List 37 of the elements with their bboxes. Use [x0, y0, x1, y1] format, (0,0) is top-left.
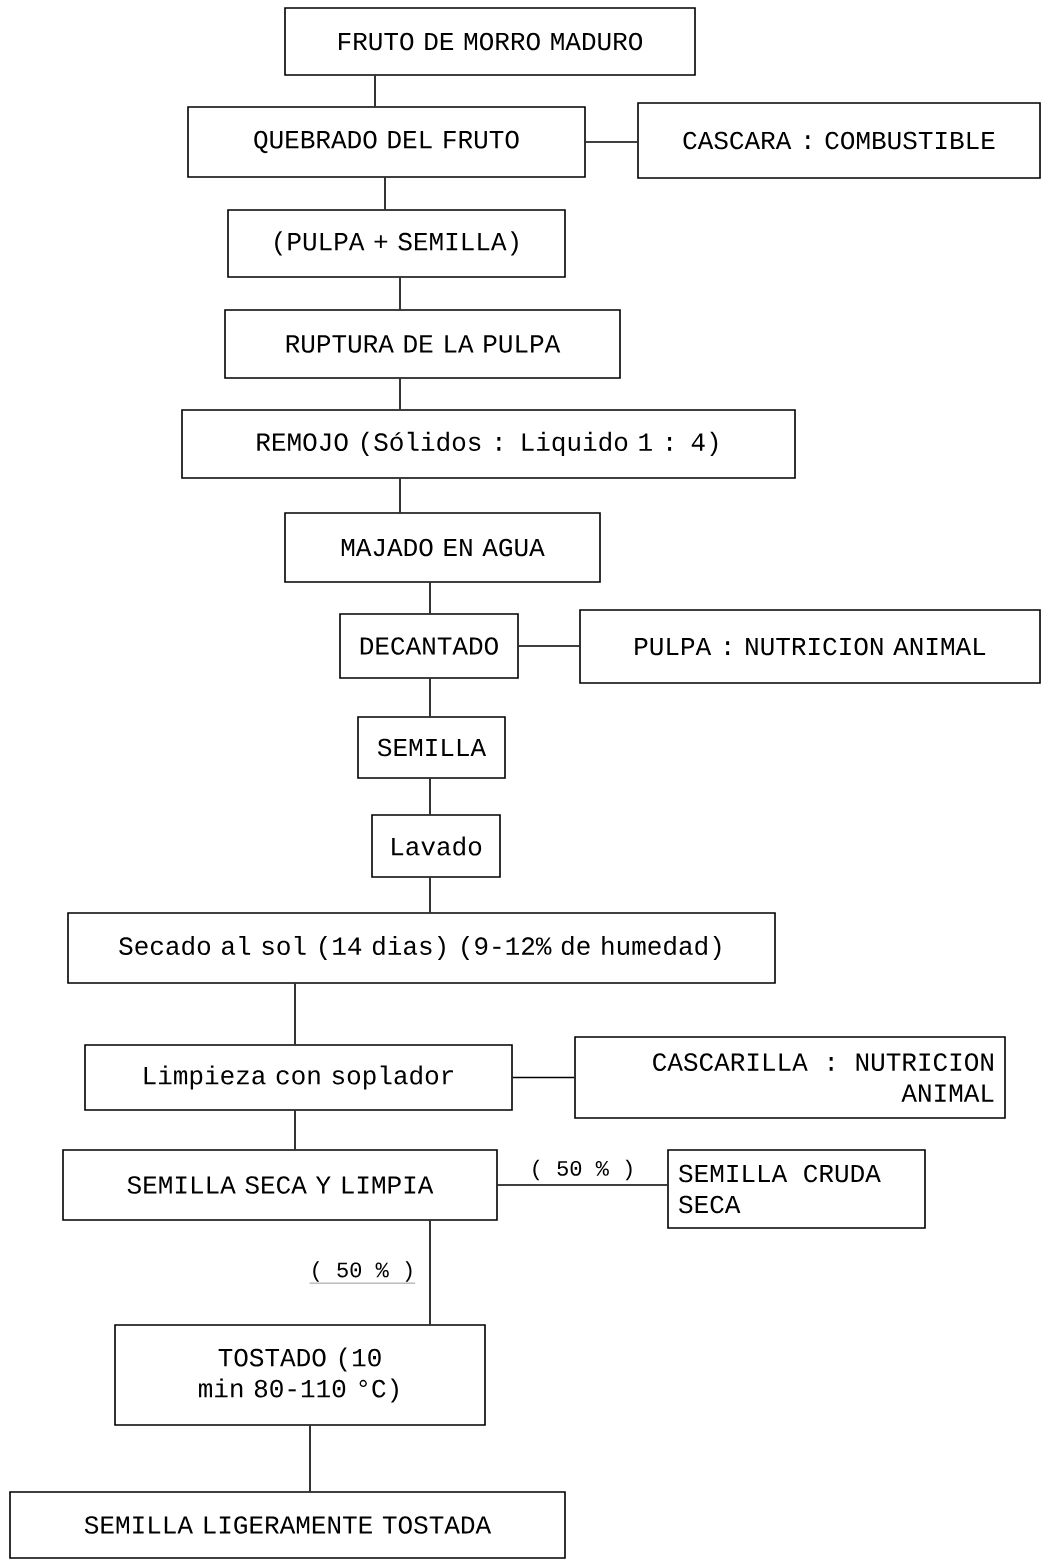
process-box: FRUTO DE MORRO MADURO [284, 7, 696, 76]
connector-line [512, 1076, 575, 1079]
connector-line [399, 378, 401, 410]
connector-line [374, 75, 376, 107]
process-box: MAJADO EN AGUA [284, 512, 601, 583]
edge-label: ( 50 % ) [533, 1159, 632, 1181]
connector-line [429, 582, 431, 614]
process-box: Limpieza con soplador [84, 1044, 513, 1111]
connector-line [294, 1110, 296, 1150]
process-box: (PULPA + SEMILLA) [227, 209, 566, 278]
process-box: QUEBRADO DEL FRUTO [187, 106, 586, 178]
process-box: CASCARA : COMBUSTIBLE [637, 102, 1041, 179]
process-box: DECANTADO [339, 613, 519, 679]
connector-line [429, 877, 431, 913]
connector-line [399, 276, 401, 310]
process-box: RUPTURA DE LA PULPA [224, 309, 621, 379]
connector-line [429, 678, 431, 717]
process-box: SEMILLA SECA Y LIMPIA [62, 1149, 498, 1221]
connector-line [497, 1184, 668, 1186]
process-box: TOSTADO (10 min 80-110 °C) [114, 1324, 486, 1426]
process-box: CASCARILLA : NUTRICION ANIMAL [574, 1036, 1006, 1119]
connector-line [585, 141, 638, 143]
connector-line [429, 1220, 431, 1325]
connector-line [399, 478, 401, 513]
connector-line [309, 1425, 311, 1492]
connector-line [384, 177, 386, 210]
connector-line [429, 778, 431, 815]
process-box: PULPA : NUTRICION ANIMAL [579, 609, 1041, 684]
process-box: SEMILLA CRUDA SECA [667, 1149, 926, 1229]
connector-line [294, 983, 296, 1045]
process-box: Secado al sol (14 dias) (9-12% de humedad) [67, 912, 776, 984]
process-box: REMOJO (Sólidos : Liquido 1 : 4) [181, 409, 796, 479]
process-box: SEMILLA LIGERAMENTE TOSTADA [9, 1491, 566, 1559]
edge-label: ( 50 % ) [309, 1261, 416, 1284]
connector-line [518, 645, 580, 647]
process-box: Lavado [371, 814, 501, 878]
process-box: SEMILLA [357, 716, 506, 779]
